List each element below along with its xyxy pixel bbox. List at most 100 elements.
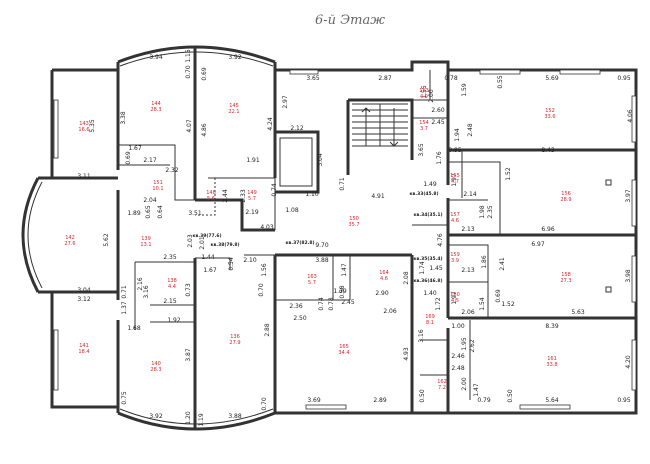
dimensions-d078: 0.78 (444, 75, 458, 82)
rooms-r157: 157 (450, 212, 460, 218)
dimensions-d110: 1.10 (305, 191, 319, 198)
dimensions-d200: 2.00 (428, 89, 435, 103)
dimensions-d388b: 3.88 (228, 413, 242, 420)
rooms-r156: 156 (561, 191, 571, 197)
dimensions-d186: 1.86 (481, 255, 488, 269)
rooms-r161a: 33.8 (546, 362, 557, 368)
rooms-r151: 151 (153, 180, 163, 186)
dimensions-d215: 2.15 (163, 298, 177, 305)
dimensions-d369: 3.69 (307, 397, 321, 404)
rooms-r162: 162 (437, 379, 447, 385)
dimensions-d070a: 0.70 (185, 65, 192, 79)
dimensions-d476: 4.76 (437, 233, 444, 247)
dimensions-d144: 1.44 (201, 254, 215, 261)
dimensions-d491: 4.91 (371, 193, 385, 200)
apartments-a34: кв.34(35.1) (413, 212, 442, 218)
dimensions-d406: 4.06 (627, 109, 634, 123)
rooms-r139: 139 (141, 236, 151, 242)
rooms-r155a: 4.7 (451, 179, 459, 185)
dimensions-d970: 9.70 (315, 242, 329, 249)
rooms-r153: 153 (419, 88, 429, 94)
rooms-r151a: 10.1 (152, 186, 163, 192)
dimensions-d050: 0.50 (419, 389, 426, 403)
dimensions-d562: 5.62 (103, 233, 110, 247)
dimensions-d095a: 0.95 (617, 75, 631, 82)
rooms-r153a: 4.9 (420, 94, 428, 100)
dimensions-d189: 1.89 (127, 210, 141, 217)
dimensions-d697: 6.97 (531, 241, 545, 248)
dimensions-d070c: 0.70 (261, 397, 268, 411)
dimensions-d065: 0.65 (145, 205, 152, 219)
rooms-r143a: 16.6 (78, 127, 89, 133)
dimensions-d095b: 0.95 (448, 147, 462, 154)
rooms-r157a: 4.6 (451, 218, 459, 224)
dimensions-d212: 2.12 (290, 125, 304, 132)
dimensions-d365b: 3.65 (418, 143, 425, 157)
rooms-r144: 144 (151, 101, 161, 107)
rooms-r163: 163 (307, 274, 317, 280)
apartments-a36: кв.36(46.8) (413, 278, 442, 284)
dimensions-d139: 1.39 (333, 288, 347, 295)
rooms-r158a: 27.3 (560, 278, 571, 284)
dimensions-d316: 3.16 (143, 285, 150, 299)
dimensions-d213b: 2.13 (461, 267, 475, 274)
dimensions-d244: 2.44 (222, 189, 229, 203)
dimensions-d260: 2.60 (431, 107, 445, 114)
dimensions-d154: 1.54 (479, 297, 486, 311)
rooms-r159a: 3.9 (451, 258, 459, 264)
dimensions-d424: 4.24 (267, 117, 274, 131)
dimensions-d219: 2.19 (245, 209, 259, 216)
apartments-a39: кв.39(77.6) (192, 233, 221, 239)
dimensions-d200b: 2.00 (461, 377, 468, 391)
dimensions-d564: 5.64 (545, 397, 559, 404)
rooms-r145a: 22.1 (228, 109, 239, 115)
dimensions-d197: 1.97 (451, 173, 458, 187)
rooms-r152a: 33.6 (544, 114, 555, 120)
rooms-r161: 161 (547, 356, 557, 362)
dimensions-d420: 4.20 (625, 355, 632, 369)
dimensions-d201: 2.01 (199, 236, 206, 250)
rooms-r143: 143 (79, 121, 89, 127)
room-labels: 143 16.6 144 28.3 145 22.1 152 33.6 142 … (64, 88, 571, 391)
dimensions-d696: 6.96 (541, 226, 555, 233)
dimensions-d073: 0.73 (185, 283, 192, 297)
dimensions-d843: 8.43 (541, 147, 555, 154)
dimensions-d168: 1.68 (127, 325, 141, 332)
dimensions-d055: 0.55 (497, 75, 504, 89)
dimensions-d407: 4.07 (186, 119, 193, 133)
dimensions-d071: 0.71 (339, 177, 346, 191)
dimensions-d289: 2.89 (373, 397, 387, 404)
rooms-r149: 149 (247, 190, 257, 196)
dimensions-d216: 2.16 (137, 277, 144, 291)
dimensions-d145: 1.45 (429, 265, 443, 272)
apartments-a33: кв.33(45.8) (409, 191, 438, 197)
rooms-r144a: 28.3 (150, 107, 161, 113)
dimensions-d095c: 0.95 (617, 397, 631, 404)
dimensions-d174: 1.74 (419, 261, 426, 275)
rooms-r141a: 18.4 (78, 349, 89, 355)
dimensions-d245: 2.45 (431, 119, 445, 126)
dimensions-d288: 2.88 (264, 323, 271, 337)
dimensions-d064: 0.64 (157, 205, 164, 219)
dimensions-d839: 8.39 (545, 323, 559, 330)
dimensions-d388: 3.88 (315, 257, 329, 264)
floor-title: 6-й Этаж (315, 13, 385, 28)
dimensions-d069c: 0.69 (495, 289, 502, 303)
dimensions-d394: 3.94 (149, 54, 163, 61)
rooms-r152: 152 (545, 108, 555, 114)
dimensions-d241: 2.41 (499, 257, 506, 271)
dimensions-d070b: 0.70 (258, 283, 265, 297)
dimensions-d156: 1.56 (261, 263, 268, 277)
dimensions-d312: 3.12 (77, 296, 91, 303)
dimensions-d079: 0.79 (477, 397, 491, 404)
dimensions-d069b: 0.69 (125, 151, 132, 165)
dimensions-d248b: 2.48 (451, 365, 465, 372)
dimensions-d235: 2.35 (487, 205, 494, 219)
dimensions-d290: 2.90 (375, 290, 389, 297)
dimensions-d304b: 3.04 (77, 287, 91, 294)
dimensions-d397: 3.97 (625, 189, 632, 203)
dimensions-d152b: 1.52 (501, 301, 515, 308)
rooms-r141: 141 (79, 343, 89, 349)
dimensions-d147b: 1.47 (473, 383, 480, 397)
